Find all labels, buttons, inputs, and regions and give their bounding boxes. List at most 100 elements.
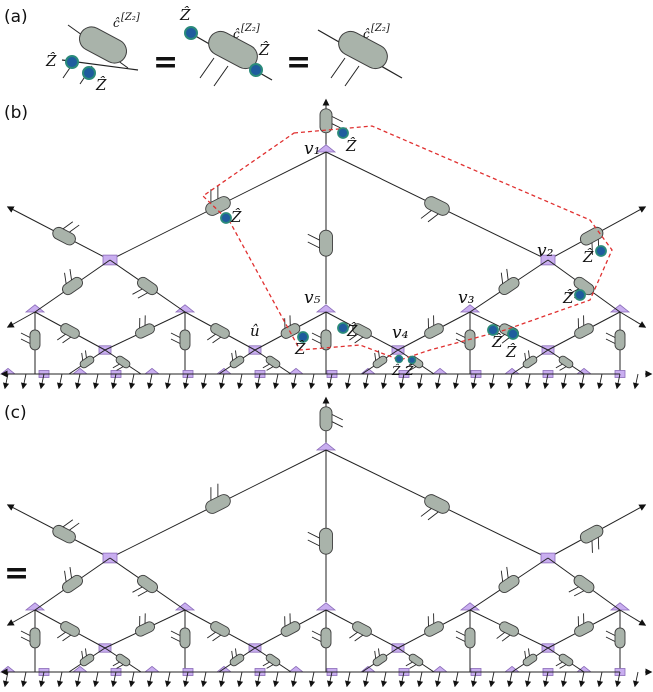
tensor-c bbox=[135, 613, 155, 637]
network-edge bbox=[2, 373, 10, 390]
isometry-node bbox=[315, 602, 337, 611]
z-operators-b bbox=[220, 127, 607, 365]
network-edge bbox=[254, 373, 262, 390]
network-edge bbox=[146, 671, 154, 688]
c-superscript: [Z₂] bbox=[371, 23, 390, 34]
tensor-c bbox=[79, 26, 127, 64]
network-edge bbox=[344, 671, 352, 688]
z-dot bbox=[220, 212, 232, 224]
c-superscript: [Z₂] bbox=[241, 23, 260, 34]
panel-a-term-1: Ẑ Ẑ ĉ [Z₂] bbox=[45, 12, 140, 94]
tensor-c bbox=[79, 648, 95, 667]
tensor-c bbox=[132, 574, 158, 597]
network-edge bbox=[182, 373, 190, 390]
tensor-c bbox=[262, 355, 281, 371]
z-hat-label: Ẑ bbox=[562, 289, 574, 307]
isometry-node bbox=[143, 367, 161, 375]
z-hat-label: Ẑ bbox=[258, 41, 270, 59]
panel-a: (a) Ẑ Ẑ ĉ [Z₂] = Ẑ Ẑ ĉ [Z₂] bbox=[4, 6, 403, 94]
network-edge bbox=[619, 609, 647, 626]
network-edge bbox=[326, 671, 334, 688]
isometry-node bbox=[0, 367, 17, 375]
network-edge bbox=[92, 671, 100, 688]
vertex-label-v3: v₃ bbox=[458, 288, 475, 308]
z-dot bbox=[574, 289, 586, 301]
network-edge bbox=[596, 671, 604, 688]
tensor-c bbox=[372, 350, 388, 369]
network-edge bbox=[128, 373, 136, 390]
vertex-label-v5: v₅ bbox=[304, 288, 321, 308]
network-edge bbox=[326, 373, 334, 390]
tensor-c bbox=[555, 653, 574, 669]
z-hat-label: Ẑ bbox=[95, 76, 107, 94]
network-edge bbox=[632, 671, 640, 688]
isometry-node bbox=[174, 304, 196, 313]
tensor-c bbox=[372, 648, 388, 667]
network-edge bbox=[218, 671, 226, 688]
network-edge bbox=[614, 671, 622, 688]
tensor-c bbox=[307, 229, 333, 257]
tensor-c bbox=[349, 323, 372, 344]
tensor-c bbox=[307, 527, 333, 555]
tensor-c bbox=[522, 350, 538, 369]
network-edge bbox=[2, 671, 10, 688]
isometry-node bbox=[24, 602, 46, 611]
network-edge bbox=[524, 373, 532, 390]
tensor-c bbox=[280, 613, 301, 637]
tensor-c bbox=[206, 621, 230, 642]
tensor-c bbox=[20, 627, 41, 649]
isometry-node bbox=[71, 665, 89, 673]
z-dot bbox=[249, 63, 263, 77]
network-edge bbox=[632, 373, 640, 390]
tensor-c bbox=[262, 653, 281, 669]
z-hat-label: Ẑ bbox=[45, 52, 57, 70]
network-edge bbox=[200, 671, 208, 688]
vertex-label-v4: v₄ bbox=[392, 323, 409, 343]
network-edge bbox=[6, 311, 36, 328]
tensor-c bbox=[311, 627, 332, 649]
tensor-c bbox=[496, 621, 519, 642]
network-edge bbox=[506, 373, 514, 390]
z-dot bbox=[487, 324, 499, 336]
isometry-node bbox=[315, 442, 337, 451]
tensor-c bbox=[206, 323, 230, 344]
network-edge bbox=[218, 373, 226, 390]
z-dot bbox=[184, 26, 198, 40]
network-edge bbox=[74, 373, 82, 390]
isometry-node bbox=[24, 304, 46, 313]
network-edge bbox=[56, 671, 64, 688]
network-edge bbox=[74, 671, 82, 688]
tensor-c bbox=[208, 30, 258, 70]
tensor-c bbox=[605, 627, 626, 649]
tensor-c bbox=[498, 566, 520, 594]
network-edge bbox=[619, 311, 647, 328]
network-edge bbox=[434, 671, 442, 688]
network-edge bbox=[344, 373, 352, 390]
tensor-c bbox=[20, 329, 41, 351]
z-hat-label: Ẑ bbox=[491, 333, 503, 351]
z-hat-label: Ẑ bbox=[391, 363, 401, 378]
z-hat-label: Ẑ bbox=[582, 248, 594, 266]
c-hat-label: ĉ bbox=[113, 16, 120, 30]
tensor-c bbox=[455, 329, 476, 351]
network-edge bbox=[110, 373, 118, 390]
network-edge bbox=[506, 671, 514, 688]
z-hat-label: Ẑ bbox=[346, 322, 358, 340]
network-edge bbox=[362, 373, 370, 390]
z-dot bbox=[82, 66, 96, 80]
tensor-c bbox=[229, 350, 245, 369]
tensor-c bbox=[205, 483, 231, 514]
tensor-c bbox=[280, 315, 301, 339]
network-edge bbox=[110, 671, 118, 688]
tensor-c bbox=[112, 653, 131, 669]
z-dot bbox=[337, 127, 349, 139]
tensor-c bbox=[79, 350, 95, 369]
tensor-c bbox=[498, 268, 520, 296]
panel-b-label: (b) bbox=[4, 103, 28, 123]
panel-a-label: (a) bbox=[4, 7, 28, 27]
tensor-c bbox=[52, 221, 80, 246]
network-edge bbox=[92, 373, 100, 390]
z-hat-label: Ẑ bbox=[230, 208, 242, 226]
network-edge bbox=[434, 373, 442, 390]
